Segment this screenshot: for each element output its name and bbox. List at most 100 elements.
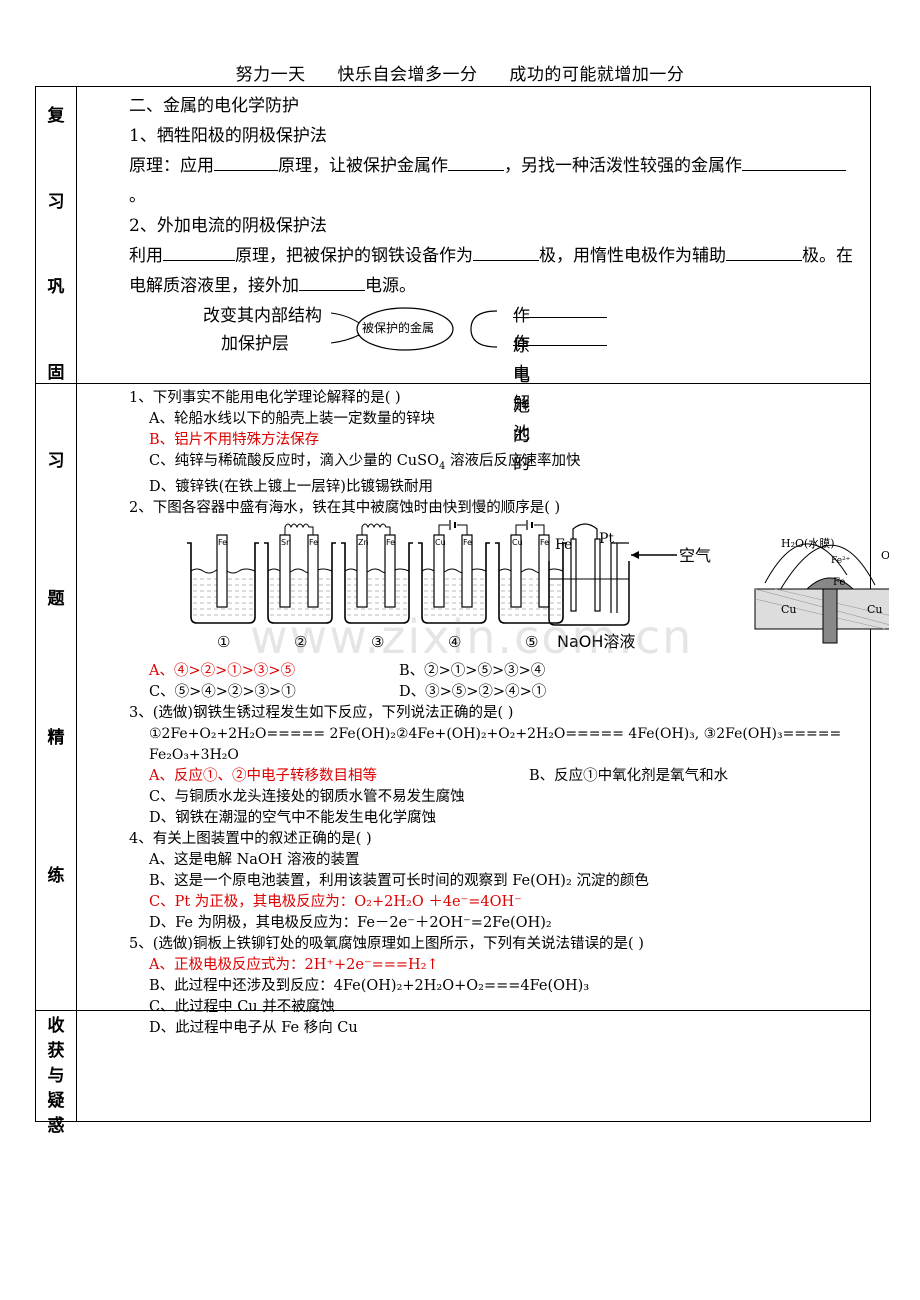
naoh-fe-label: Fe: [555, 537, 572, 553]
blank[interactable]: [513, 329, 607, 346]
side-char: 习: [47, 191, 65, 212]
section-1-text: 原理：应用原理，让被保护金属作，另找一种活泼性较强的金属作。: [129, 151, 862, 211]
q5-stem: 5、(选做)铜板上铁铆钉处的吸氧腐蚀原理如上图所示，下列有关说法错误的是( ): [129, 935, 644, 952]
side-char: 固: [47, 362, 65, 383]
q2-options-row-2: C、⑤>④>②>③>① D、③>⑤>②>④>①: [129, 682, 862, 703]
q2-option-c: C、⑤>④>②>③>①: [149, 683, 296, 700]
electrode-label: Fe: [540, 538, 549, 547]
water-line: [421, 568, 487, 574]
beaker-outline: [341, 542, 413, 624]
review-content: 二、金属的电化学防护 1、牺牲阳极的阴极保护法 原理：应用原理，让被保护金属作，…: [76, 86, 871, 474]
side-char: 练: [47, 865, 65, 886]
beaker-outline: [495, 542, 567, 624]
q5-option-a: A、正极电极反应式为：2H⁺+2e⁻===H₂↑: [149, 956, 439, 973]
q1-option-d: D、镀锌铁(在铁上镀上一层锌)比镀锡铁耐用: [149, 478, 433, 495]
beaker-number: ②: [294, 633, 307, 651]
q2-option-d: D、③>⑤>②>④>①: [399, 683, 547, 700]
q5-option-b: B、此过程中还涉及到反应：4Fe(OH)₂+2H₂O+O₂===4Fe(OH)₃: [149, 977, 590, 994]
water-line: [498, 568, 564, 574]
electrode: [216, 534, 228, 608]
electrode-label: Fe: [218, 538, 227, 547]
diagram-connector-svg: [330, 307, 498, 351]
beaker-number: ③: [371, 633, 384, 651]
q1-stem: 1、下列事实不能用电化学理论解释的是( ): [129, 390, 401, 406]
beaker-outline: [418, 542, 490, 624]
naoh-apparatus: Fe Pt 空气 NaOH溶液: [548, 523, 711, 651]
rivet-cu-left-label: Cu: [781, 603, 797, 616]
worksheet-table: 复 习 巩 固 二、金属的电化学防护 1、牺牲阳极的阴极保护法 原理：应用原理，…: [35, 86, 889, 1136]
wire-coil: [361, 523, 391, 535]
diagram-center: 被保护的金属: [362, 321, 435, 335]
electrode-label: Fe: [309, 538, 318, 547]
practice-side-label: 习 题 精 练: [35, 383, 77, 1011]
q2-stem: 2、下图各容器中盛有海水，铁在其中被腐蚀时由快到慢的顺序是( ): [129, 499, 561, 516]
review-title: 二、金属的电化学防护: [129, 96, 299, 116]
q3-option-d: D、钢铁在潮湿的空气中不能发生电化学腐蚀: [149, 809, 437, 826]
watermark: www.zixin.com.cn: [250, 610, 694, 664]
blank[interactable]: [299, 274, 365, 291]
electrode-label: Cu: [512, 538, 523, 547]
side-char: 疑: [47, 1091, 65, 1111]
side-char: 惑: [47, 1116, 65, 1136]
naoh-air-label: 空气: [679, 546, 711, 565]
q4-stem: 4、有关上图装置中的叙述正确的是( ): [129, 830, 372, 847]
q3-equations: ①2Fe+O₂+2H₂O===== 2Fe(OH)₂②4Fe+(OH)₂+O₂+…: [149, 725, 842, 763]
q2-option-a: A、④>②>①>③>⑤: [149, 662, 296, 679]
wire-coil: [284, 523, 314, 535]
blank[interactable]: [448, 154, 504, 171]
blank[interactable]: [513, 301, 607, 318]
blank[interactable]: [473, 244, 539, 261]
side-char: 收: [47, 1016, 65, 1036]
electrode-label: Sn: [281, 538, 291, 547]
beaker-number: ①: [217, 633, 230, 651]
rivet-o2-label: O₂: [881, 549, 889, 562]
water-line: [267, 568, 333, 574]
rivet-figure: H₂O(水膜) Fe²⁺ O₂ Fe Cu Cu: [754, 537, 889, 644]
electrode-label: Cu: [435, 538, 446, 547]
wire: [438, 524, 468, 535]
beaker-outline: [187, 542, 259, 624]
page-header: 努力一天 快乐自会增多一分 成功的可能就增加一分: [235, 65, 685, 85]
q3-option-b: B、反应①中氧化剂是氧气和水: [529, 767, 729, 784]
section-2-text: 利用原理，把被保护的钢铁设备作为极，用惰性电极作为辅助极。在: [129, 244, 853, 266]
q2-options-row-1: A、④>②>①>③>⑤ B、②>①>⑤>③>④: [129, 661, 862, 682]
blank[interactable]: [726, 244, 802, 261]
side-char: 习: [47, 451, 65, 471]
q4-option-a: A、这是电解 NaOH 溶液的装置: [149, 851, 360, 868]
rivet-fe-label: Fe: [833, 577, 845, 588]
blank[interactable]: [214, 154, 278, 171]
q5-option-c: C、此过程中 Cu 并不被腐蚀: [149, 998, 335, 1015]
q5-option-d: D、此过程中电子从 Fe 移向 Cu: [149, 1019, 358, 1036]
section-2-title: 2、外加电流的阴极保护法: [129, 216, 327, 236]
diagram-left-2: 加保护层: [221, 334, 289, 354]
q4-option-d: D、Fe 为阴极，其电极反应为：Fe－2e⁻＋2OH⁻=2Fe(OH)₂: [149, 914, 552, 931]
q4-option-c: C、Pt 为正极，其电极反应为：O₂+2H₂O ＋4e⁻=4OH⁻: [149, 893, 522, 910]
side-char: 精: [47, 727, 65, 748]
q2-option-b: B、②>①>⑤>③>④: [399, 662, 546, 679]
harvest-notes-area[interactable]: [76, 1010, 871, 1122]
naoh-pt-label: Pt: [599, 531, 614, 547]
side-char: 获: [47, 1041, 65, 1061]
q1-option-b: B、铝片不用特殊方法保存: [149, 432, 320, 448]
q3-options-row-1: A、反应①、②中电子转移数目相等 B、反应①中氧化剂是氧气和水: [129, 766, 862, 787]
protection-diagram: 改变其内部结构 加保护层 被保护的金属 作原电池的 作电解池的: [129, 301, 862, 474]
side-char: 巩: [47, 277, 65, 298]
q3-stem: 3、(选做)钢铁生锈过程发生如下反应，下列说法正确的是( ): [129, 704, 514, 721]
harvest-side-label: 收 获 与 疑 惑: [35, 1010, 77, 1136]
q1-option-c: C、纯锌与稀硫酸反应时，滴入少量的 CuSO4 溶液后反应速率加快: [149, 453, 581, 472]
rivet-fe2-label: Fe²⁺: [831, 556, 851, 566]
beaker-number: ④: [448, 633, 461, 651]
wire: [515, 524, 545, 535]
beaker-number: ⑤: [525, 633, 538, 651]
blank[interactable]: [163, 244, 235, 261]
blank[interactable]: [742, 154, 846, 171]
naoh-solution-label: NaOH溶液: [557, 632, 635, 651]
water-line: [344, 568, 410, 574]
rivet-water-label: H₂O(水膜): [781, 537, 835, 550]
section-2-text-cont: 电解质溶液里，接外加电源。: [129, 274, 416, 296]
section-1-title: 1、牺牲阳极的阴极保护法: [129, 126, 327, 146]
practice-content: 1、下列事实不能用电化学理论解释的是( ) A、轮船水线以下的船壳上装一定数量的…: [76, 383, 889, 1036]
